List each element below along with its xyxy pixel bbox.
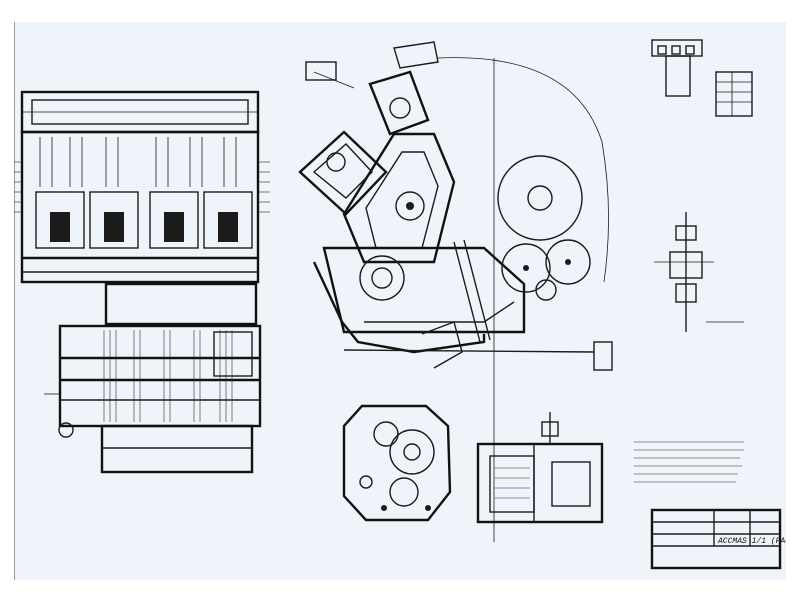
gearbox-section <box>44 282 262 474</box>
gearbox-side-view <box>476 412 604 524</box>
cylinder-bank <box>35 191 253 249</box>
detail-parts-view <box>651 39 753 117</box>
gearbox-end-view <box>342 404 452 522</box>
shaft-detail-view <box>654 212 744 332</box>
valve-train <box>39 137 237 187</box>
drawing-number: ACCMAS 1/1 (PAGE) 111 <box>717 537 786 546</box>
blueprint-sheet: ACCMAS 1/1 (PAGE) 111 <box>14 22 786 580</box>
parts-list <box>634 441 744 483</box>
title-block: ACCMAS 1/1 (PAGE) 111 <box>650 508 786 570</box>
engine-plan-view <box>14 90 270 284</box>
v-engine-cross-section <box>298 41 613 542</box>
engine-cutaway-drawing: ACCMAS 1/1 (PAGE) 111 <box>14 22 786 580</box>
